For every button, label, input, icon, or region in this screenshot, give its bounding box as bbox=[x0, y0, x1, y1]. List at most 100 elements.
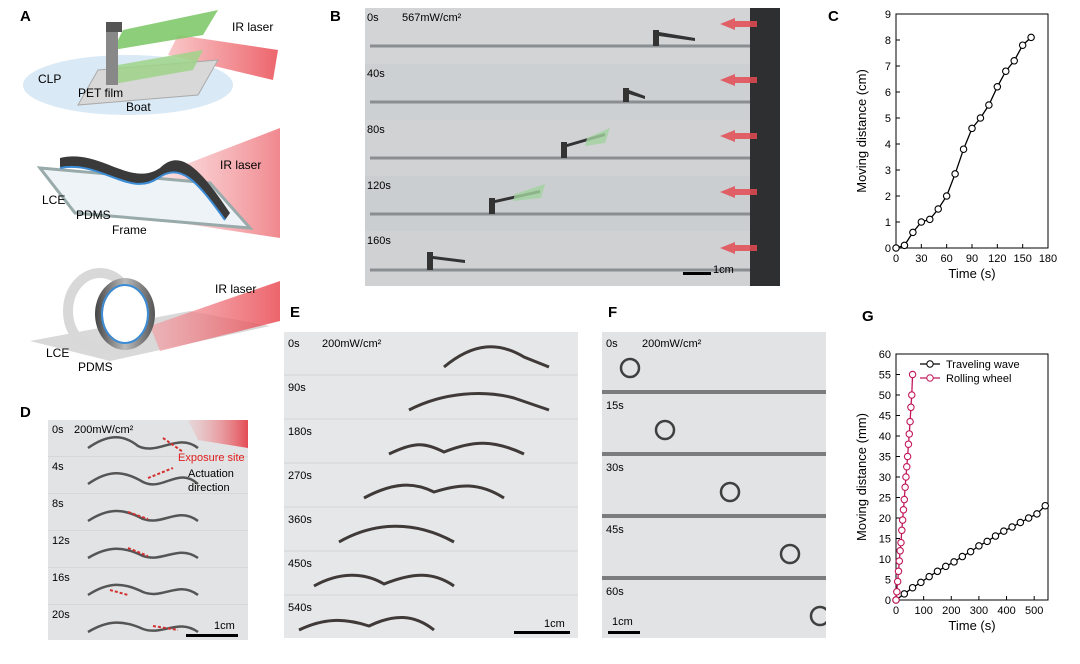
time-label-f-2: 15s bbox=[606, 400, 624, 412]
time-label-e-3: 180s bbox=[288, 426, 312, 438]
chart-g-y-tick-label: 20 bbox=[879, 513, 891, 525]
chart-g-data-point bbox=[966, 547, 975, 556]
exposure-site-label: Exposure site bbox=[178, 452, 245, 464]
pdms-label-bottom: PDMS bbox=[78, 360, 113, 374]
chart-g-y-tick-label: 5 bbox=[885, 575, 891, 587]
actuation-label-line2: direction bbox=[188, 482, 230, 494]
chart-c-data-point bbox=[942, 192, 951, 200]
time-label-b-2: 40s bbox=[367, 68, 385, 80]
time-label-f-5: 60s bbox=[606, 586, 624, 598]
chart-c-x-tick-label: 0 bbox=[893, 253, 899, 265]
chart-c-series-line-0 bbox=[895, 36, 1032, 249]
scale-bar-b bbox=[683, 272, 711, 275]
chart-g-data-point bbox=[899, 506, 908, 514]
time-label-b-3: 80s bbox=[367, 124, 385, 136]
frame-b-2 bbox=[365, 64, 780, 120]
chart-g-plot-frame bbox=[895, 353, 1049, 601]
chart-g-data-point bbox=[893, 577, 902, 586]
scale-label-b: 1cm bbox=[713, 264, 734, 276]
chart-g-y-tick-label: 15 bbox=[879, 534, 891, 546]
frame-b-3 bbox=[365, 120, 780, 176]
power-label-d: 200mW/cm² bbox=[74, 424, 134, 436]
time-label-e-4: 270s bbox=[288, 470, 312, 482]
chart-g-data-point bbox=[893, 588, 901, 596]
chart-g-y-tick-label: 40 bbox=[879, 431, 891, 443]
chart-g-y-tick-label: 45 bbox=[879, 411, 891, 423]
chart-c-data-point bbox=[959, 145, 968, 153]
chart-c-data-point bbox=[926, 215, 934, 224]
wheel-frames-f bbox=[602, 332, 826, 638]
power-label-f: 200mW/cm² bbox=[642, 338, 702, 350]
lce-label-middle: LCE bbox=[42, 193, 66, 207]
ir-laser-label-bottom: IR laser bbox=[215, 282, 257, 296]
rails-and-robots-b bbox=[370, 8, 780, 286]
chart-g-data-point bbox=[901, 483, 909, 492]
chart-g-x-tick-label: 500 bbox=[1025, 605, 1043, 617]
panel-label-c: C bbox=[828, 8, 839, 25]
chart-g-data-point bbox=[975, 542, 983, 550]
chart-c-x-tick-label: 120 bbox=[988, 253, 1006, 265]
photo-sequence-d bbox=[48, 420, 248, 640]
scale-bar-f bbox=[608, 631, 640, 634]
clp-label: CLP bbox=[38, 72, 62, 86]
chart-c-data-point bbox=[985, 101, 993, 109]
time-label-d-2: 4s bbox=[52, 461, 64, 473]
scale-bar-d bbox=[186, 634, 238, 637]
chart-c-data-point bbox=[993, 83, 1002, 91]
chart-g-data-point bbox=[894, 567, 903, 576]
chart-g-y-tick-label: 35 bbox=[879, 452, 891, 464]
chart-g-data-point bbox=[958, 552, 967, 561]
clp-setup-illustration bbox=[23, 10, 278, 115]
chart-c-data-point bbox=[909, 228, 917, 237]
time-label-b-5: 160s bbox=[367, 235, 391, 247]
chart-g-data-point bbox=[1041, 501, 1049, 510]
chart-c-data-point bbox=[951, 170, 959, 178]
chart-g-data-point bbox=[950, 558, 958, 566]
chart-g-data-point bbox=[1024, 514, 1033, 522]
chart-g-y-tick-label: 30 bbox=[879, 472, 891, 484]
chart-c-data-point bbox=[900, 241, 909, 250]
frame-b-4 bbox=[365, 176, 780, 231]
chart-c-data-point bbox=[1018, 41, 1027, 49]
chart-g-data-point bbox=[991, 532, 1000, 540]
chart-c-x-tick-label: 150 bbox=[1013, 253, 1031, 265]
chart-g-x-tick-label: 100 bbox=[914, 605, 932, 617]
chart-c-y-tick-label: 7 bbox=[885, 61, 891, 73]
chart-g-x-tick-label: 0 bbox=[893, 605, 899, 617]
chart-c-x-tick-label: 30 bbox=[915, 253, 927, 265]
time-label-d-1: 0s bbox=[52, 424, 64, 436]
ir-laser-label-top: IR laser bbox=[232, 20, 274, 34]
boat-label: Boat bbox=[126, 100, 151, 114]
wave-frames-d bbox=[48, 420, 248, 640]
chart-g-data-point bbox=[917, 578, 925, 587]
chart-g-data-point bbox=[983, 537, 991, 546]
chart-g-x-axis-title: Time (s) bbox=[948, 618, 995, 633]
chart-g-data-point bbox=[941, 562, 950, 571]
actuation-label-line1: Actuation bbox=[188, 468, 234, 480]
panel-label-d: D bbox=[20, 404, 31, 421]
chart-g-data-point bbox=[908, 391, 916, 399]
chart-c-y-tick-label: 4 bbox=[885, 139, 891, 151]
chart-c-data-point bbox=[976, 114, 985, 122]
chart-c-x-tick-label: 90 bbox=[966, 253, 978, 265]
chart-g-data-point bbox=[908, 583, 917, 592]
chart-g-x-tick-label: 200 bbox=[942, 605, 960, 617]
time-label-e-6: 450s bbox=[288, 558, 312, 570]
panel-label-b: B bbox=[330, 8, 341, 25]
frame-label: Frame bbox=[112, 223, 147, 237]
chart-g-data-point bbox=[906, 417, 914, 426]
chart-c-y-tick-label: 0 bbox=[885, 243, 891, 255]
chart-c-data-point bbox=[892, 244, 900, 252]
scale-label-e: 1cm bbox=[544, 618, 565, 630]
chart-g-data-point bbox=[892, 596, 900, 604]
chart-c-data-point bbox=[917, 218, 926, 226]
lce-label-bottom: LCE bbox=[46, 346, 70, 360]
chart-c-y-tick-label: 2 bbox=[885, 191, 891, 203]
chart-c-x-axis-title: Time (s) bbox=[948, 266, 995, 281]
time-label-e-7: 540s bbox=[288, 602, 312, 614]
chart-c-x-tick-label: 180 bbox=[1039, 253, 1057, 265]
chart-g-y-tick-label: 55 bbox=[879, 370, 891, 382]
chart-g-y-tick-label: 10 bbox=[879, 554, 891, 566]
chart-c-y-tick-label: 3 bbox=[885, 165, 891, 177]
